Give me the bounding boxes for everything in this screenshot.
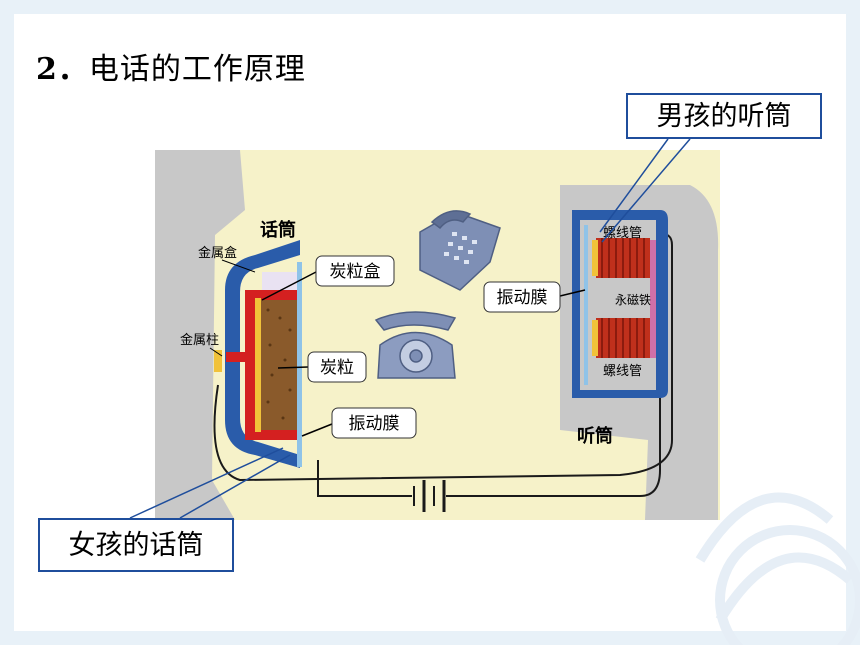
coil-top (592, 238, 650, 278)
callout-girl-mic: 女孩的话筒 (38, 518, 234, 572)
receiver-case-left (572, 210, 580, 398)
label-mic-title: 话筒 (260, 219, 296, 241)
leader-diaphragm-right (559, 289, 586, 297)
carbon-box-top (262, 272, 302, 290)
leader-carbon-box (261, 271, 317, 301)
boy-callout-pointer (599, 138, 691, 243)
carbon-grain-dots (266, 308, 292, 420)
label-carbon-grains: 炭粒 (320, 358, 354, 378)
box-carbon-box (315, 255, 395, 287)
battery-icon (413, 480, 446, 512)
label-metal-post: 金属柱 (180, 332, 219, 348)
leader-metal-post (209, 347, 223, 357)
label-diaphragm-left: 振动膜 (349, 414, 400, 434)
box-carbon-grains (307, 351, 367, 383)
leader-diaphragm-left (301, 423, 333, 437)
girl-callout-pointer (129, 447, 291, 519)
callout-boy-receiver: 男孩的听筒 (626, 93, 822, 139)
title-text: 电话的工作原理 (88, 52, 306, 87)
circuit-wire-battery-left (317, 460, 412, 497)
permanent-magnet (650, 240, 656, 358)
receiver-case (572, 210, 668, 398)
title-number: 2． (36, 52, 89, 87)
leader-metal-box (221, 259, 256, 273)
carbon-box-edge (255, 298, 261, 432)
receiver-assembly (572, 210, 668, 398)
diaphragm-right (584, 225, 588, 385)
label-diaphragm-right: 振动膜 (497, 288, 548, 308)
microphone-assembly (214, 240, 302, 468)
girl-hand-shape (155, 150, 245, 520)
metal-post-terminal (214, 350, 222, 372)
label-magnet: 永磁铁 (615, 292, 651, 307)
rotary-phone-icon (374, 311, 457, 379)
label-receiver-title: 听筒 (577, 425, 613, 447)
page-title: 2．电话的工作原理 (36, 44, 306, 88)
label-metal-box: 金属盒 (198, 245, 237, 261)
desk-phone-icon (419, 210, 501, 291)
label-carbon-box: 炭粒盒 (330, 262, 381, 282)
diaphragm-left (297, 262, 302, 467)
box-diaphragm-right (483, 281, 561, 313)
leader-carbon-grains (277, 366, 309, 369)
circuit-wire-battery-right (446, 380, 661, 497)
metal-post (226, 352, 248, 362)
label-coil-bottom: 螺线管 (603, 364, 642, 379)
carbon-grains (261, 300, 297, 430)
coil-bottom (592, 318, 650, 358)
circuit-wire-main (213, 232, 673, 482)
box-diaphragm-left (331, 407, 417, 439)
